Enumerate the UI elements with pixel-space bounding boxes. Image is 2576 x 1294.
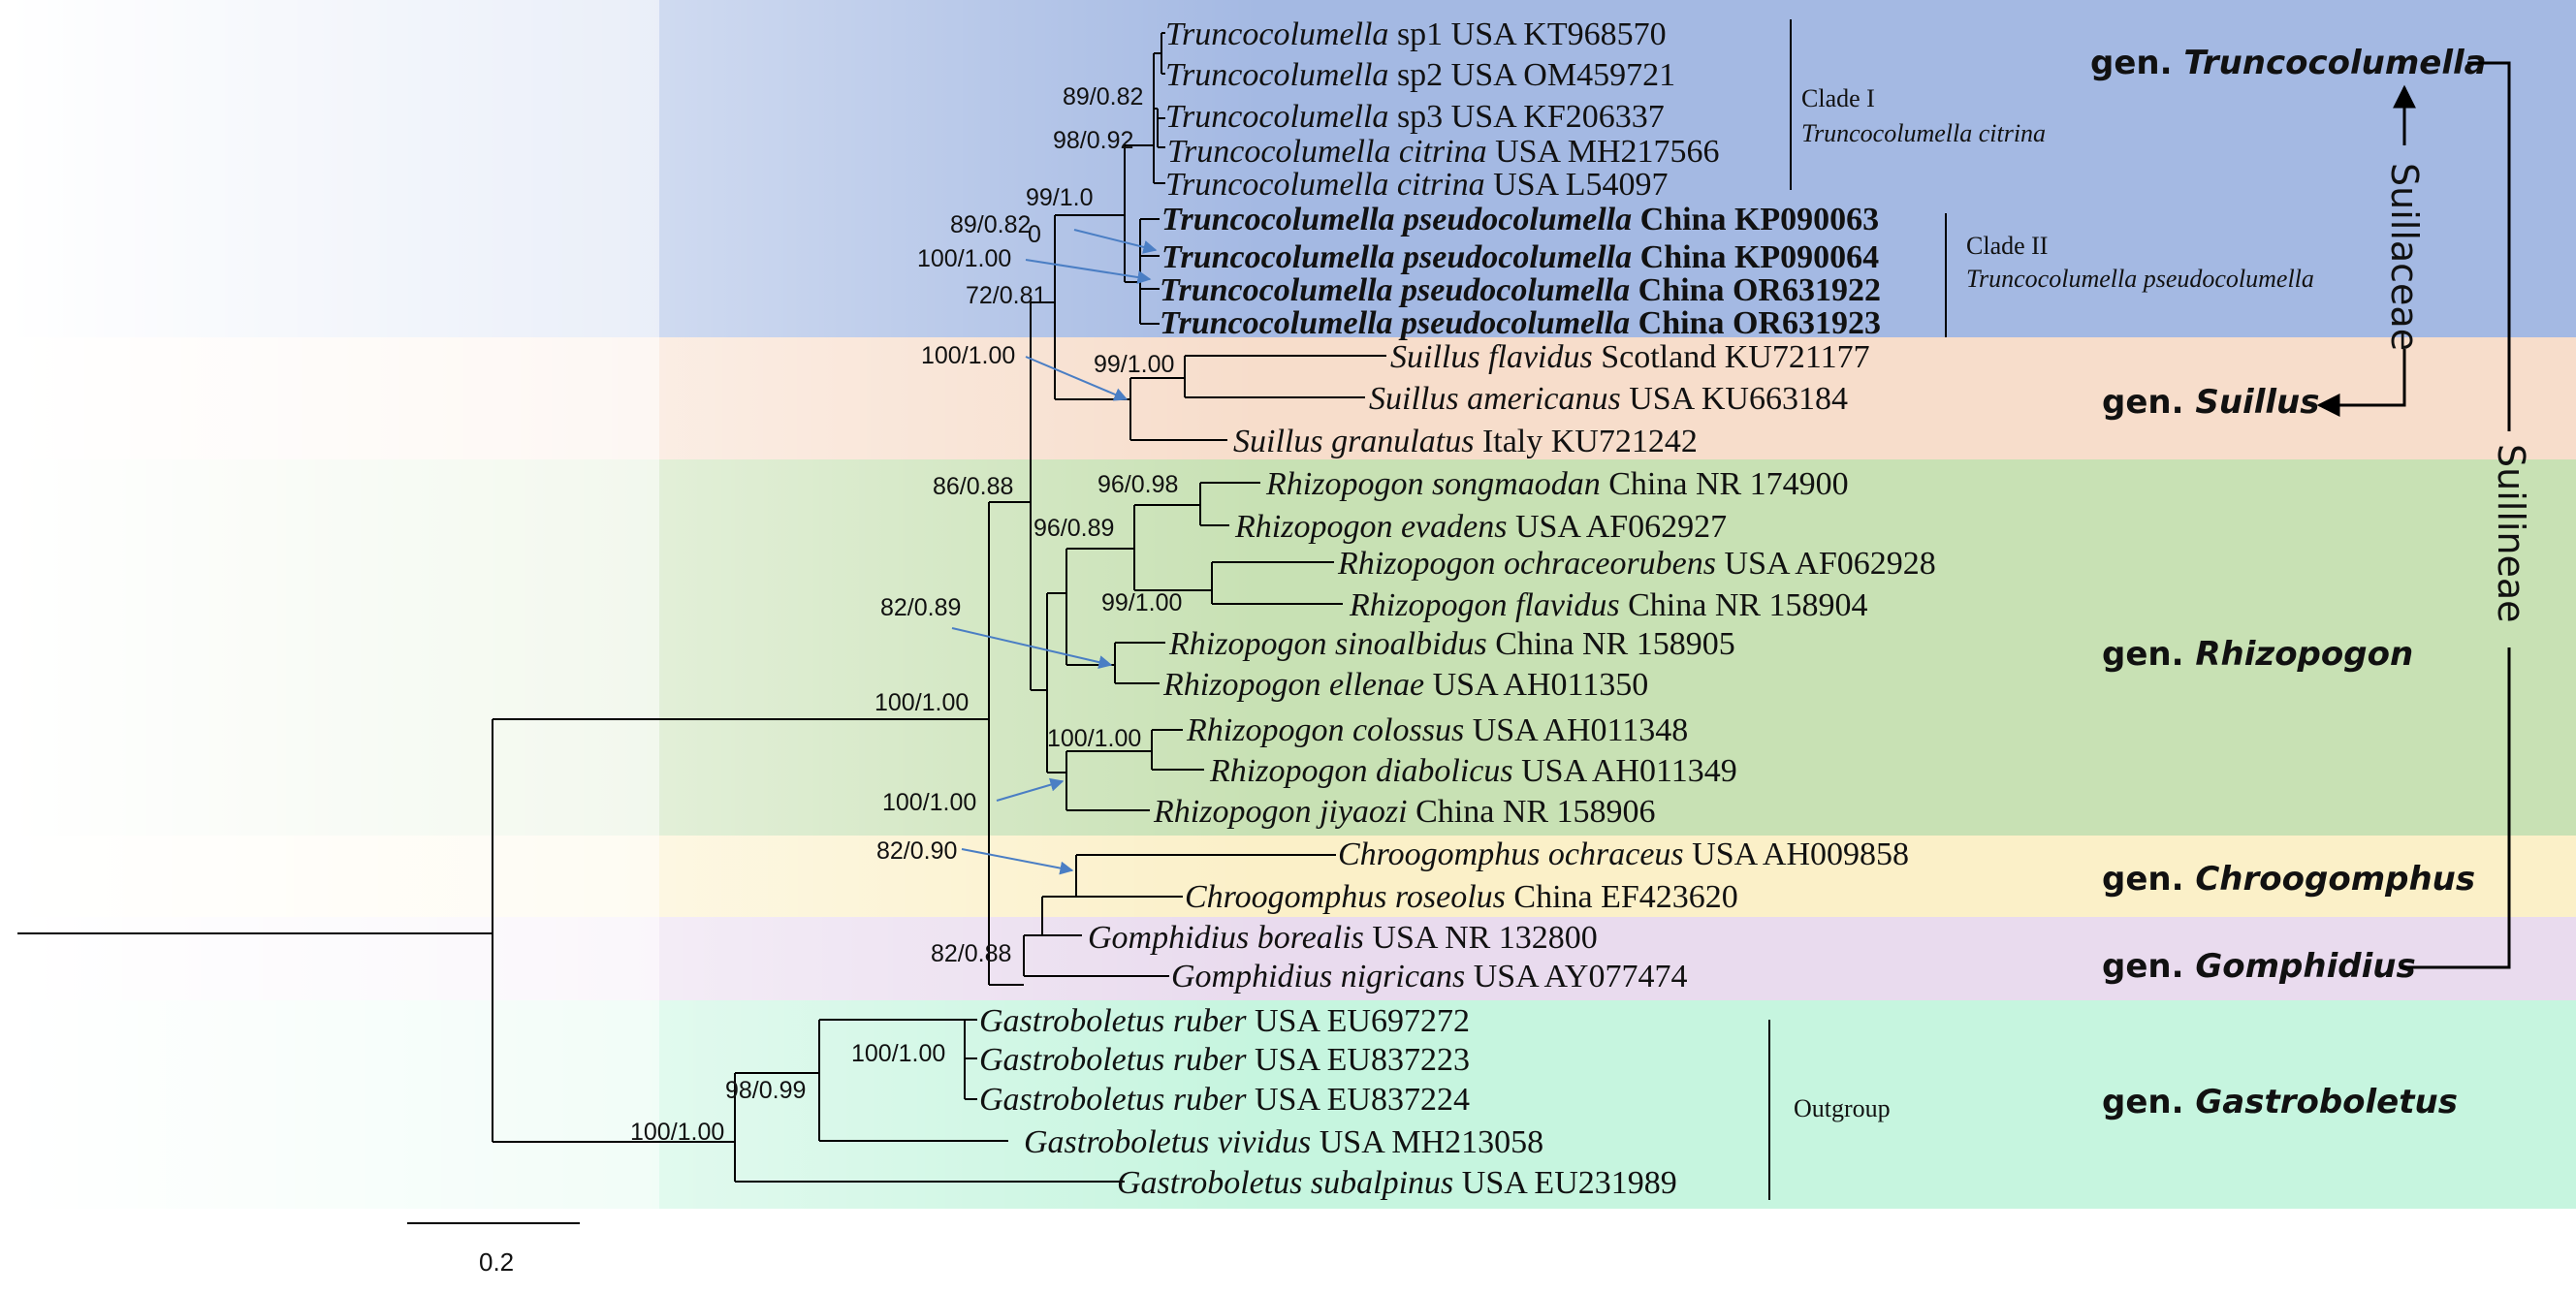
genus-label: gen. Truncocolumella: [2090, 44, 2487, 82]
support-value: 100/1.00: [1047, 725, 1141, 752]
tip-label: Gastroboletus vividus USA MH213058: [1024, 1124, 1543, 1160]
tip-label: Truncocolumella pseudocolumella China OR…: [1160, 272, 1881, 308]
scale-bar: 0.2: [407, 1222, 580, 1277]
support-value: 100/1.00: [882, 789, 976, 816]
tip-label: Rhizopogon jiyaozi China NR 158906: [1153, 794, 1656, 830]
support-value: 98/0.99: [725, 1077, 806, 1104]
tip-label: Rhizopogon colossus USA AH011348: [1186, 712, 1688, 748]
support-value: 99/1.00: [1094, 351, 1174, 378]
tip-label: Truncocolumella sp3 USA KF206337: [1165, 99, 1665, 135]
support-value: 100/1.00: [630, 1119, 724, 1146]
support-values: 89/0.8298/0.9299/1.089/0.820100/1.0072/0…: [630, 83, 1182, 1146]
tip-label: Gastroboletus ruber USA EU837223: [979, 1042, 1470, 1078]
tip-label: Truncocolumella pseudocolumella China KP…: [1161, 239, 1879, 275]
clade-i-species: Truncocolumella citrina: [1801, 119, 2046, 147]
support-value: 98/0.92: [1053, 127, 1133, 154]
support-arrow: [1073, 229, 1158, 254]
clade-brackets: [1768, 19, 1947, 1200]
support-arrow: [1025, 259, 1152, 284]
tip-label: Rhizopogon ellenae USA AH011350: [1162, 667, 1648, 703]
support-arrows: [951, 229, 1158, 875]
suillineae-bracket-bottom: [2400, 647, 2511, 969]
tip-label: Truncocolumella sp2 USA OM459721: [1165, 57, 1675, 93]
support-value: 100/1.00: [921, 342, 1015, 369]
tip-label: Rhizopogon ochraceorubens USA AF062928: [1337, 546, 1936, 582]
tip-label: Suillus americanus USA KU663184: [1369, 381, 1848, 417]
tip-label: Rhizopogon flavidus China NR 158904: [1349, 587, 1868, 623]
tip-label: Rhizopogon songmaodan China NR 174900: [1265, 466, 1849, 502]
tip-label: Gastroboletus ruber USA EU837224: [979, 1082, 1470, 1118]
tip-label: Chroogomphus ochraceus USA AH009858: [1338, 836, 1909, 872]
genus-label: gen. Suillus: [2102, 383, 2319, 422]
genus-label: gen. Chroogomphus: [2102, 860, 2475, 899]
genus-labels: gen. Truncocolumella gen. Suillus gen. Rhi…: [2090, 44, 2487, 1121]
support-value: 86/0.88: [933, 473, 1013, 500]
suillaceae-label: Suillaceae: [2383, 163, 2426, 351]
rank-brackets: [2316, 61, 2511, 969]
tip-label: Suillus flavidus Scotland KU721177: [1390, 339, 1870, 375]
tip-label: Gastroboletus ruber USA EU697272: [979, 1003, 1470, 1039]
outgroup-label: Outgroup: [1794, 1094, 1891, 1122]
suillaceae-bracket-bottom: [2316, 349, 2406, 417]
support-value: 99/1.00: [1101, 589, 1182, 616]
tip-label: Truncocolumella pseudocolumella China OR…: [1160, 305, 1881, 341]
scale-bar-label: 0.2: [479, 1247, 514, 1277]
support-value: 72/0.81: [966, 282, 1046, 309]
tip-label: Truncocolumella pseudocolumella China KP…: [1161, 202, 1879, 237]
genus-label: gen. Gomphidius: [2102, 947, 2416, 986]
support-value: 96/0.98: [1097, 471, 1178, 498]
support-arrow: [996, 777, 1065, 802]
genus-label: gen. Gastroboletus: [2102, 1083, 2458, 1121]
clade-ii-species: Truncocolumella pseudocolumella: [1966, 265, 2314, 293]
tip-label: Gomphidius nigricans USA AY077474: [1171, 959, 1687, 994]
clade-ii-label: Clade II: [1966, 232, 2048, 260]
clade-i-label: Clade I: [1801, 84, 1875, 112]
genus-label: gen. Rhizopogon: [2102, 635, 2413, 674]
tip-label: Truncocolumella citrina USA MH217566: [1167, 134, 1720, 170]
band-fade-left: [0, 0, 659, 1209]
tip-label: Gomphidius borealis USA NR 132800: [1088, 920, 1598, 956]
support-arrow: [1025, 356, 1129, 401]
tip-label: Chroogomphus roseolus China EF423620: [1185, 879, 1738, 915]
support-value: 82/0.90: [876, 837, 957, 865]
support-value: 100/1.00: [851, 1040, 945, 1067]
support-value: 96/0.89: [1034, 515, 1114, 542]
tip-label: Suillus granulatus Italy KU721242: [1233, 424, 1698, 459]
tip-labels: Truncocolumella sp1 USA KT968570Truncoco…: [979, 16, 1936, 1201]
background-bands: [0, 0, 2576, 1209]
support-value: 82/0.88: [931, 940, 1011, 967]
tip-label: Rhizopogon evadens USA AF062927: [1234, 509, 1727, 545]
tip-label: Truncocolumella citrina USA L54097: [1165, 167, 1669, 203]
support-value: 99/1.0: [1026, 184, 1094, 211]
support-value: 100/1.00: [875, 689, 969, 716]
tip-label: Rhizopogon diabolicus USA AH011349: [1209, 753, 1737, 789]
tip-label: Rhizopogon sinoalbidus China NR 158905: [1168, 626, 1735, 662]
tip-label: Gastroboletus subalpinus USA EU231989: [1117, 1165, 1677, 1201]
support-value: 100/1.00: [917, 245, 1011, 272]
tip-label: Truncocolumella sp1 USA KT968570: [1165, 16, 1667, 52]
support-arrow: [951, 627, 1113, 669]
support-value: 89/0.82: [950, 211, 1031, 238]
support-value: 89/0.82: [1063, 83, 1143, 110]
support-value: 82/0.89: [880, 594, 961, 621]
suillineae-label: Suillineae: [2490, 444, 2532, 623]
support-value: 0: [1028, 221, 1041, 248]
suillineae-bracket-top: [2467, 61, 2511, 431]
support-arrow: [961, 848, 1074, 875]
tree-branches: [17, 32, 1386, 1183]
